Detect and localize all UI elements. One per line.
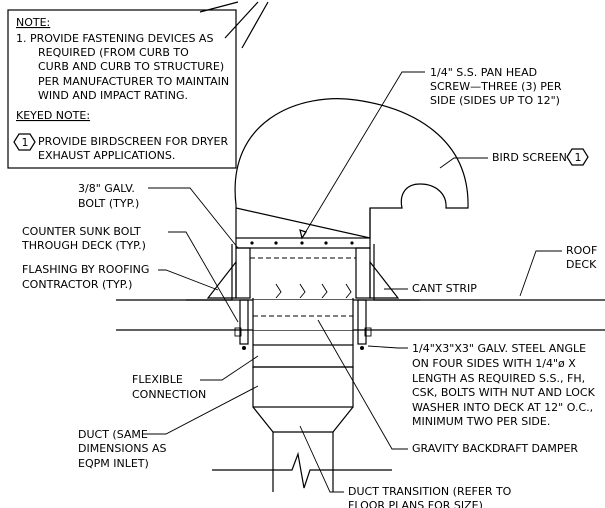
keyed-note-title: KEYED NOTE: — [16, 109, 90, 122]
curb-cap — [235, 237, 371, 249]
flexible-connection — [252, 344, 354, 368]
label-flexible-connection-2: CONNECTION — [132, 388, 206, 401]
bird-screen-key-hexagon — [566, 148, 589, 166]
leader-gravity-damper — [317, 319, 408, 450]
leader-counter-sunk-bolt — [168, 231, 239, 323]
label-steel-angle-3: LENGTH AS REQUIRED S.S., FH, — [412, 372, 585, 385]
keyed-note-line-1: PROVIDE BIRDSCREEN FOR DRYER — [38, 135, 228, 148]
note-line-1: 1. PROVIDE FASTENING DEVICES AS — [16, 32, 213, 45]
label-galv-bolt-2: BOLT (TYP.) — [78, 197, 139, 210]
leader-roof-deck — [519, 250, 562, 297]
duct — [252, 366, 354, 408]
label-roof-deck-1: ROOF — [566, 244, 597, 257]
label-duct-3: EQPM INLET) — [78, 457, 149, 470]
curb-left-wall — [235, 247, 251, 299]
label-flexible-connection-1: FLEXIBLE — [132, 373, 183, 386]
label-steel-angle-4: CSK, BOLTS WITH NUT AND LOCK — [412, 386, 596, 399]
keyed-note-number: 1 — [22, 136, 29, 149]
leader-galv-bolt — [148, 187, 239, 249]
duct-transition — [252, 406, 354, 433]
label-roof-deck-2: DECK — [566, 258, 597, 271]
note-box: NOTE: 1. PROVIDE FASTENING DEVICES AS RE… — [7, 9, 237, 169]
label-flashing-2: CONTRACTOR (TYP.) — [22, 278, 132, 291]
label-pan-head-screw-3: SIDE (SIDES UP TO 12") — [430, 94, 560, 107]
steel-angle-right — [357, 299, 367, 345]
steel-angle-left — [239, 299, 249, 345]
leader-pan-head-screw — [301, 71, 425, 239]
leader-flexible-connection — [200, 355, 259, 381]
label-steel-angle-5: WASHER INTO DECK AT 12" O.C., — [412, 401, 593, 414]
curb-right-wall — [355, 247, 371, 299]
bird-screen-key-number: 1 — [575, 151, 582, 164]
leader-bird-screen — [439, 157, 488, 169]
leader-duct-transition — [299, 425, 344, 493]
leader-steel-angle — [367, 345, 408, 349]
label-steel-angle-1: 1/4"X3"X3" GALV. STEEL ANGLE — [412, 342, 586, 355]
label-cant-strip: CANT STRIP — [412, 282, 477, 295]
label-flashing-1: FLASHING BY ROOFING — [22, 263, 149, 276]
label-duct-transition-1: DUCT TRANSITION (REFER TO — [348, 485, 512, 498]
label-pan-head-screw-2: SCREW—THREE (3) PER — [430, 80, 562, 93]
note-title: NOTE: — [16, 16, 50, 29]
pan-head-screws — [250, 241, 354, 245]
note-line-3: CURB AND CURB TO STRUCTURE) — [38, 60, 224, 73]
break-line — [212, 451, 392, 489]
label-duct-1: DUCT (SAME — [78, 428, 148, 441]
label-duct-transition-2: FLOOR PLANS FOR SIZE) — [348, 499, 483, 508]
gooseneck-hood — [234, 98, 469, 239]
keyed-note-hexagon — [13, 133, 36, 151]
label-bird-screen: BIRD SCREEN — [492, 151, 567, 164]
label-steel-angle-2: ON FOUR SIDES WITH 1/4"ø X — [412, 357, 576, 370]
label-pan-head-screw-1: 1/4" S.S. PAN HEAD — [430, 66, 537, 79]
flashing-left — [206, 260, 237, 299]
flashing-right — [369, 260, 400, 299]
label-counter-sunk-bolt-1: COUNTER SUNK BOLT — [22, 225, 141, 238]
label-gravity-damper: GRAVITY BACKDRAFT DAMPER — [412, 442, 578, 455]
label-duct-2: DIMENSIONS AS — [78, 442, 167, 455]
leader-flashing — [158, 269, 219, 291]
label-steel-angle-6: MINIMUM TWO PER SIDE. — [412, 415, 550, 428]
label-counter-sunk-bolt-2: THROUGH DECK (TYP.) — [21, 239, 146, 252]
keyed-note-line-2: EXHAUST APPLICATIONS. — [38, 149, 175, 162]
curb-bolts — [275, 283, 352, 299]
label-galv-bolt-1: 3/8" GALV. — [78, 182, 135, 195]
note-line-2: REQUIRED (FROM CURB TO — [38, 46, 189, 59]
leader-duct — [142, 385, 259, 435]
note-line-5: WIND AND IMPACT RATING. — [38, 89, 188, 102]
note-line-4: PER MANUFACTURER TO MAINTAIN — [38, 75, 229, 88]
